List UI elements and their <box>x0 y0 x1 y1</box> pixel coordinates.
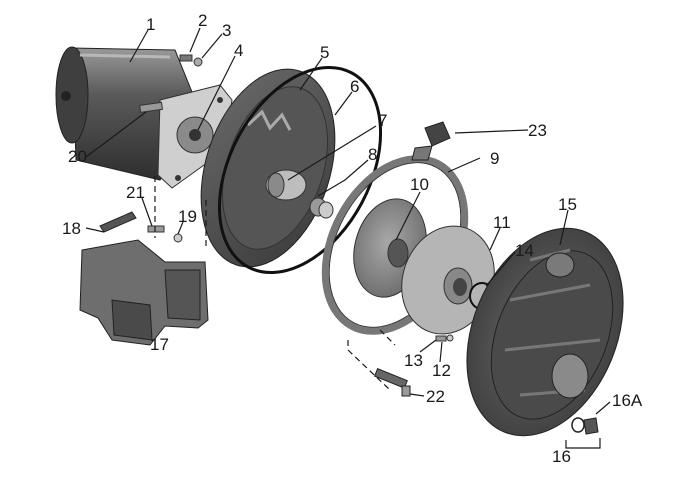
callout-12: 12 <box>432 361 451 380</box>
assembly-lines <box>154 176 396 391</box>
callout-4: 4 <box>234 41 243 60</box>
seal-part <box>265 169 307 201</box>
callout-labels: 1 2 3 4 5 6 7 8 9 10 11 12 13 14 15 16 1… <box>62 11 643 466</box>
callout-19: 19 <box>178 207 197 226</box>
callout-18: 18 <box>62 219 81 238</box>
diffuser-screw-part <box>435 334 454 342</box>
callout-16a: 16A <box>612 391 643 410</box>
callout-23: 23 <box>528 121 547 140</box>
callout-5: 5 <box>320 43 329 62</box>
motor-base-part <box>79 239 209 346</box>
rubber-mount-part <box>99 211 137 233</box>
callout-13: 13 <box>404 351 423 370</box>
callout-20: 20 <box>68 147 87 166</box>
callout-8: 8 <box>368 145 377 164</box>
callout-14: 14 <box>515 241 534 260</box>
callout-1: 1 <box>146 15 155 34</box>
drain-plug-part <box>571 417 599 435</box>
seal-seat-part <box>309 197 334 219</box>
leader-lines <box>85 27 611 449</box>
callout-3: 3 <box>222 21 231 40</box>
callout-2: 2 <box>198 11 207 30</box>
screw-part <box>179 54 203 67</box>
callout-22: 22 <box>426 387 445 406</box>
callout-6: 6 <box>350 77 359 96</box>
long-bolt-part <box>373 368 411 397</box>
callout-15: 15 <box>558 195 577 214</box>
connector-part <box>411 121 451 161</box>
callout-10: 10 <box>410 175 429 194</box>
o-ring-large-part <box>217 65 383 275</box>
base-bolt-part <box>147 225 183 243</box>
seal-plate-part <box>200 68 336 268</box>
pump-housing-part <box>466 227 624 437</box>
callout-9: 9 <box>490 149 499 168</box>
shaft-stud-part <box>139 101 164 113</box>
callout-7: 7 <box>378 111 387 130</box>
callout-21: 21 <box>126 183 145 202</box>
callout-16: 16 <box>552 447 571 466</box>
callout-11: 11 <box>493 213 511 232</box>
callout-17: 17 <box>150 335 169 354</box>
